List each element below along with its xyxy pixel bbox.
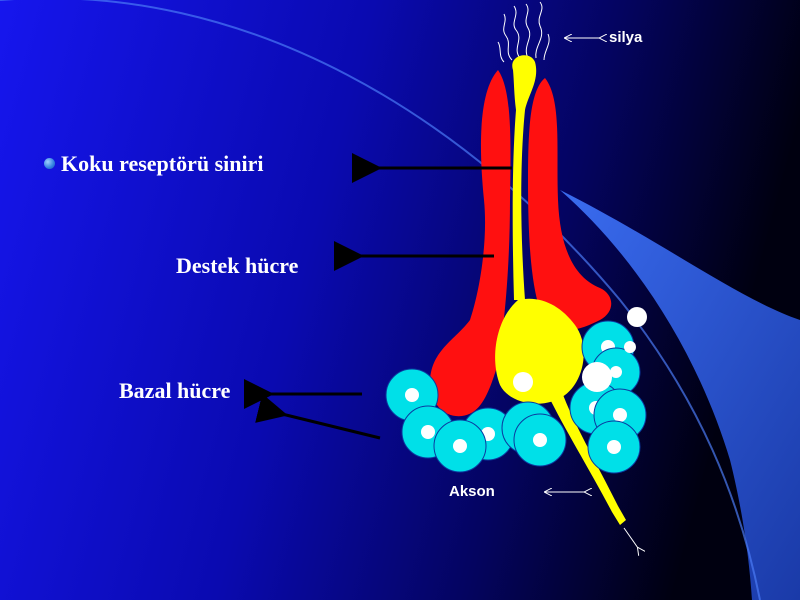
white-cell-dot [624,341,636,353]
arrow-axon-tip [623,527,638,548]
receptor-neuron-axon [548,392,626,525]
label-receptor-text: Koku reseptörü siniri [61,151,264,176]
basal-cell [513,413,567,467]
neuron-nucleus [513,372,533,392]
bullet-icon [44,158,55,169]
white-cell-dot [627,307,647,327]
receptor-neuron-dendrite [512,55,537,300]
label-support: Destek hücre [176,253,299,278]
label-basal: Bazal hücre [119,378,231,403]
label-receptor: Koku reseptörü siniri [44,151,264,177]
decorative-arc [560,190,800,600]
support-cell-right [528,78,612,330]
basal-cell [433,419,487,473]
support-cell-left [430,70,511,417]
label-axon: Akson [449,483,495,500]
arrow-basal-lower [255,393,381,440]
basal-cell [587,420,641,474]
cilia [497,1,550,63]
white-cell-dot [582,362,612,392]
label-cilia: silya [609,29,643,46]
basal-cells [385,320,647,474]
